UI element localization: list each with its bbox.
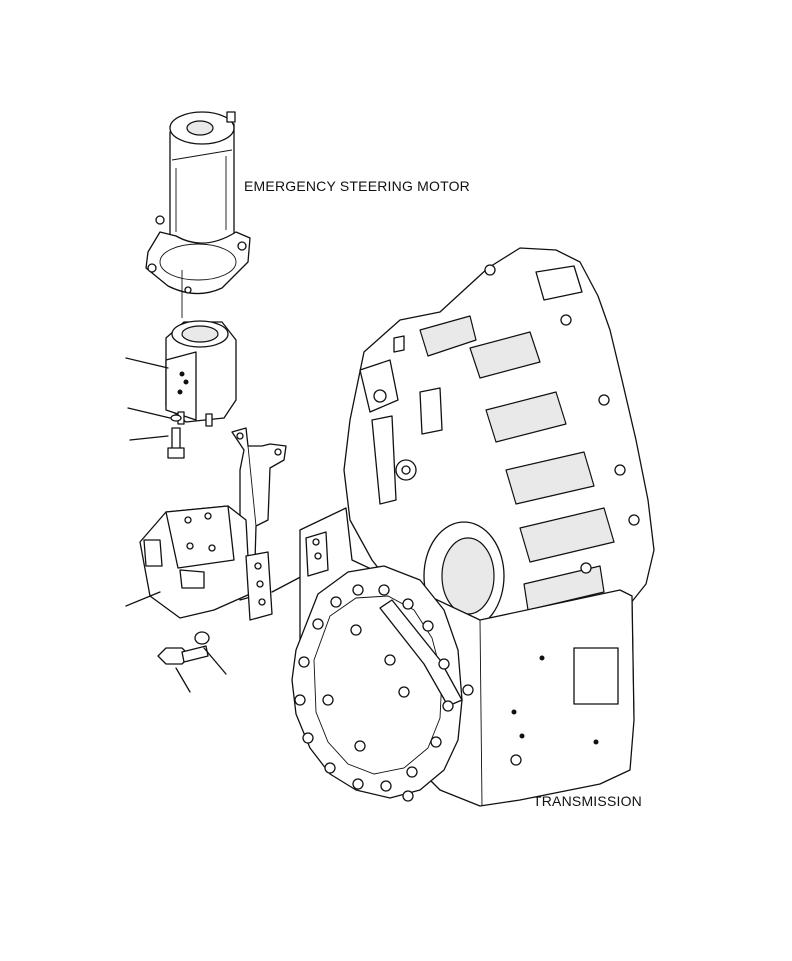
pump-unit (125, 320, 237, 459)
mounting-bracket (125, 427, 311, 693)
cover-bolts (294, 584, 454, 792)
emergency-steering-motor (145, 111, 251, 318)
emergency-steering-motor-label: EMERGENCY STEERING MOTOR (244, 178, 470, 194)
transmission-housing (291, 247, 655, 807)
transmission-label: TRANSMISSION (533, 793, 642, 809)
